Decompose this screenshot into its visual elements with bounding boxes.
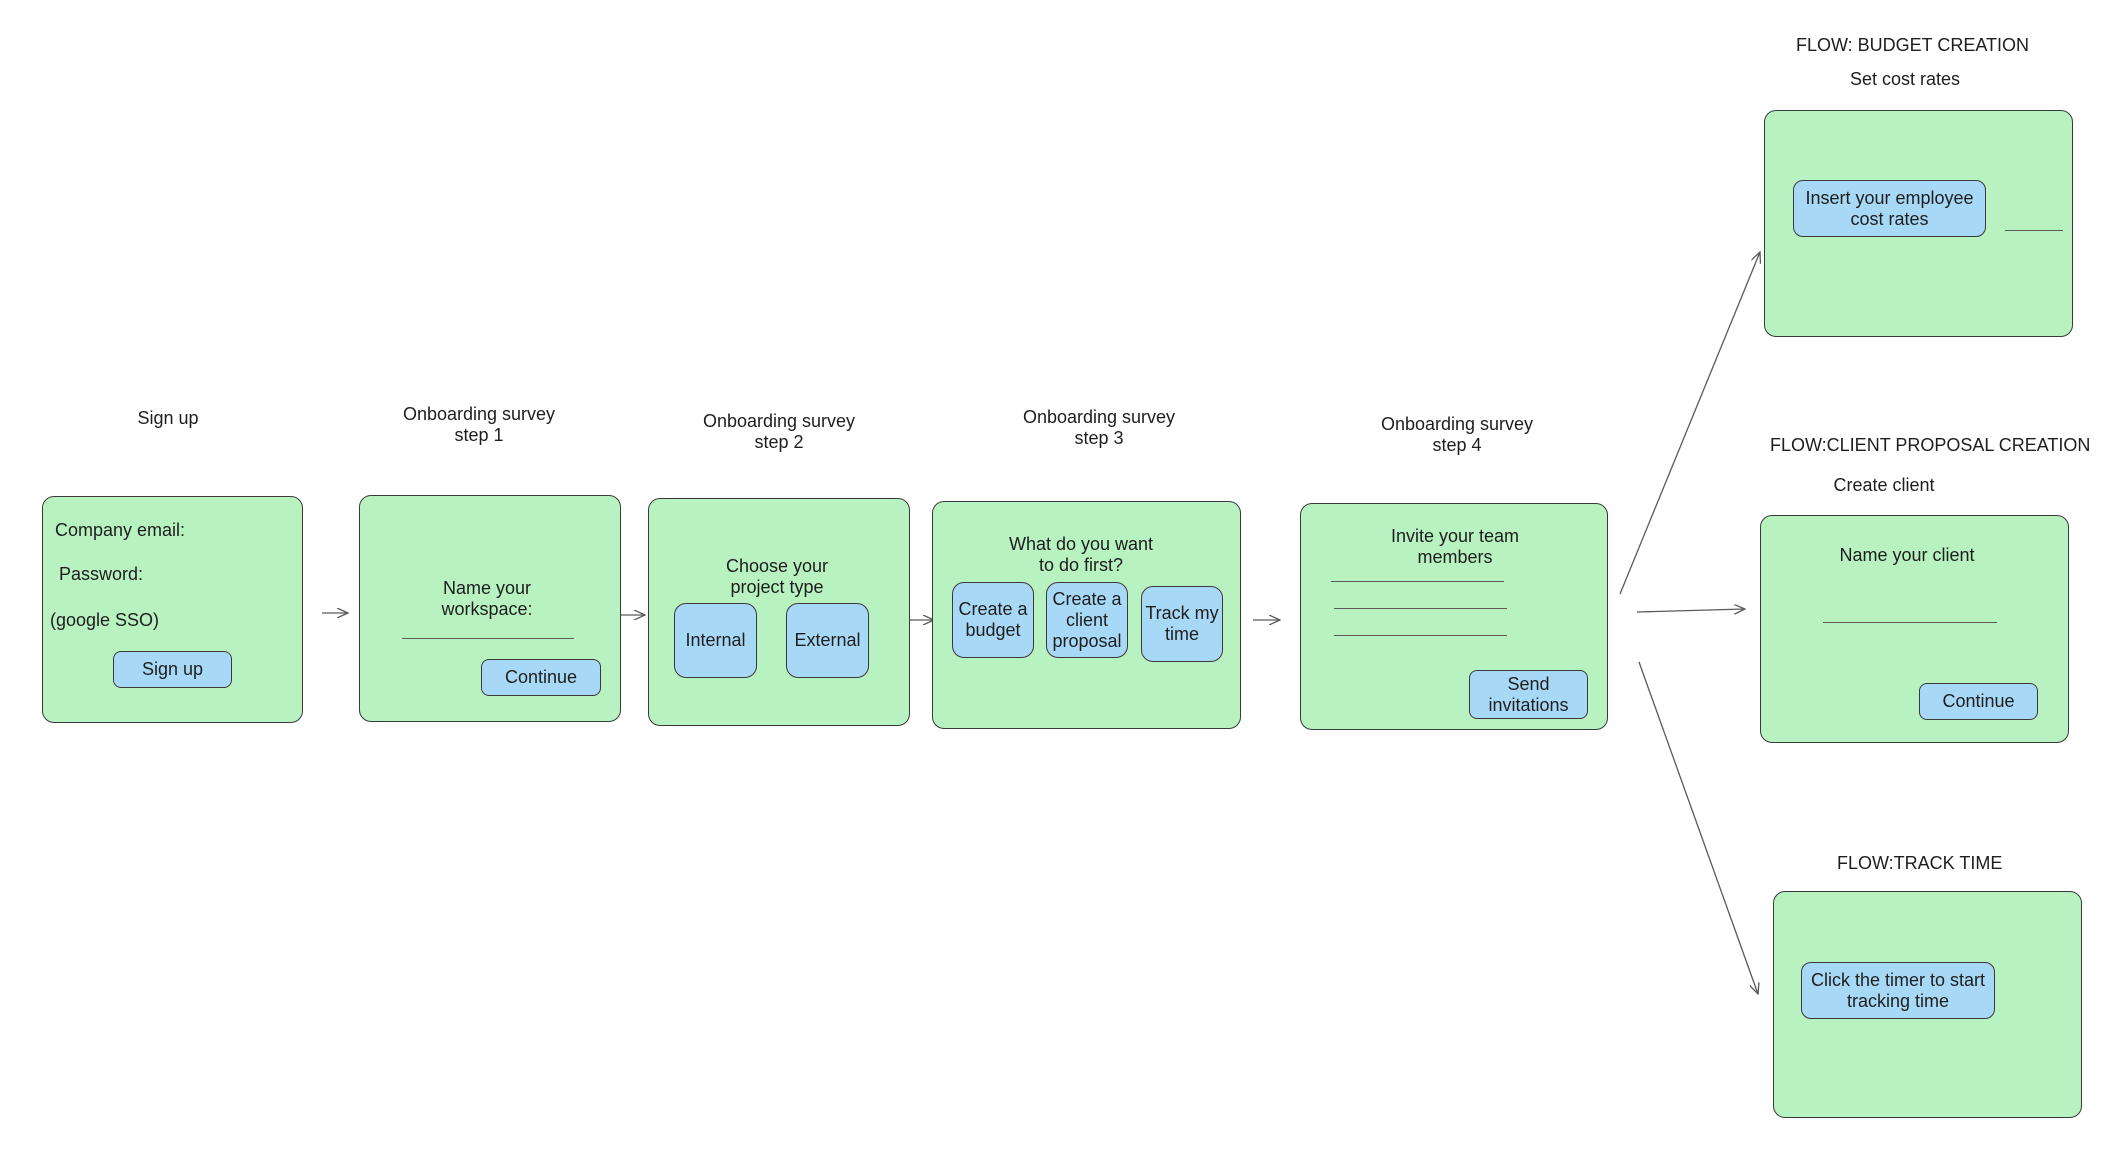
proposal-flow-subtitle: Create client bbox=[1833, 475, 1935, 495]
project-type-prompt: Choose your project type bbox=[725, 556, 829, 597]
arrow-step4-to-proposal bbox=[1636, 609, 1745, 612]
invite-email-line-2[interactable] bbox=[1334, 608, 1507, 609]
caption-step2: Onboarding survey step 2 bbox=[702, 411, 856, 452]
send-invitations-button[interactable]: Send invitations bbox=[1469, 670, 1588, 719]
time-flow-title: FLOW:TRACK TIME bbox=[1837, 853, 2003, 873]
step1-continue-button[interactable]: Continue bbox=[481, 659, 601, 696]
google-sso-label: (google SSO) bbox=[50, 610, 160, 630]
budget-flow-title: FLOW: BUDGET CREATION bbox=[1796, 35, 2030, 55]
client-name-input-line[interactable] bbox=[1823, 622, 1997, 623]
invite-email-line-3[interactable] bbox=[1334, 635, 1507, 636]
employee-cost-rates-callout: Insert your employee cost rates bbox=[1793, 180, 1986, 237]
caption-signup: Sign up bbox=[137, 408, 199, 428]
step3-card: What do you want to do first? Create a b… bbox=[932, 501, 1241, 729]
company-email-label: Company email: bbox=[55, 520, 186, 540]
signup-button[interactable]: Sign up bbox=[113, 651, 232, 688]
create-budget-button[interactable]: Create a budget bbox=[952, 582, 1034, 658]
proposal-card: Name your client Continue bbox=[1760, 515, 2069, 743]
cost-rate-input-line[interactable] bbox=[2005, 230, 2063, 231]
invite-prompt: Invite your team members bbox=[1390, 526, 1520, 567]
step2-card: Choose your project type Internal Extern… bbox=[648, 498, 910, 726]
caption-step3: Onboarding survey step 3 bbox=[1022, 407, 1176, 448]
proposal-flow-title: FLOW:CLIENT PROPOSAL CREATION bbox=[1770, 435, 2091, 455]
step4-card: Invite your team members Send invitation… bbox=[1300, 503, 1608, 730]
track-time-button[interactable]: Track my time bbox=[1141, 586, 1223, 662]
proposal-continue-button[interactable]: Continue bbox=[1919, 683, 2038, 720]
caption-step4: Onboarding survey step 4 bbox=[1380, 414, 1534, 455]
client-name-prompt: Name your client bbox=[1839, 545, 1975, 565]
invite-email-line-1[interactable] bbox=[1331, 581, 1504, 582]
workspace-input-line[interactable] bbox=[402, 638, 574, 639]
workspace-prompt: Name your workspace: bbox=[441, 578, 533, 619]
arrow-step4-to-budget bbox=[1619, 252, 1760, 595]
first-action-prompt: What do you want to do first? bbox=[1008, 534, 1154, 575]
caption-step1: Onboarding survey step 1 bbox=[402, 404, 556, 445]
step1-card: Name your workspace: Continue bbox=[359, 495, 621, 722]
external-option-button[interactable]: External bbox=[786, 603, 869, 678]
signup-card: Company email: Password: (google SSO) Si… bbox=[42, 496, 303, 723]
password-label: Password: bbox=[59, 564, 144, 584]
start-timer-callout: Click the timer to start tracking time bbox=[1801, 962, 1995, 1019]
internal-option-button[interactable]: Internal bbox=[674, 603, 757, 678]
create-proposal-button[interactable]: Create a client proposal bbox=[1046, 582, 1128, 658]
budget-flow-subtitle: Set cost rates bbox=[1849, 69, 1961, 89]
arrow-step4-to-time bbox=[1638, 661, 1758, 994]
